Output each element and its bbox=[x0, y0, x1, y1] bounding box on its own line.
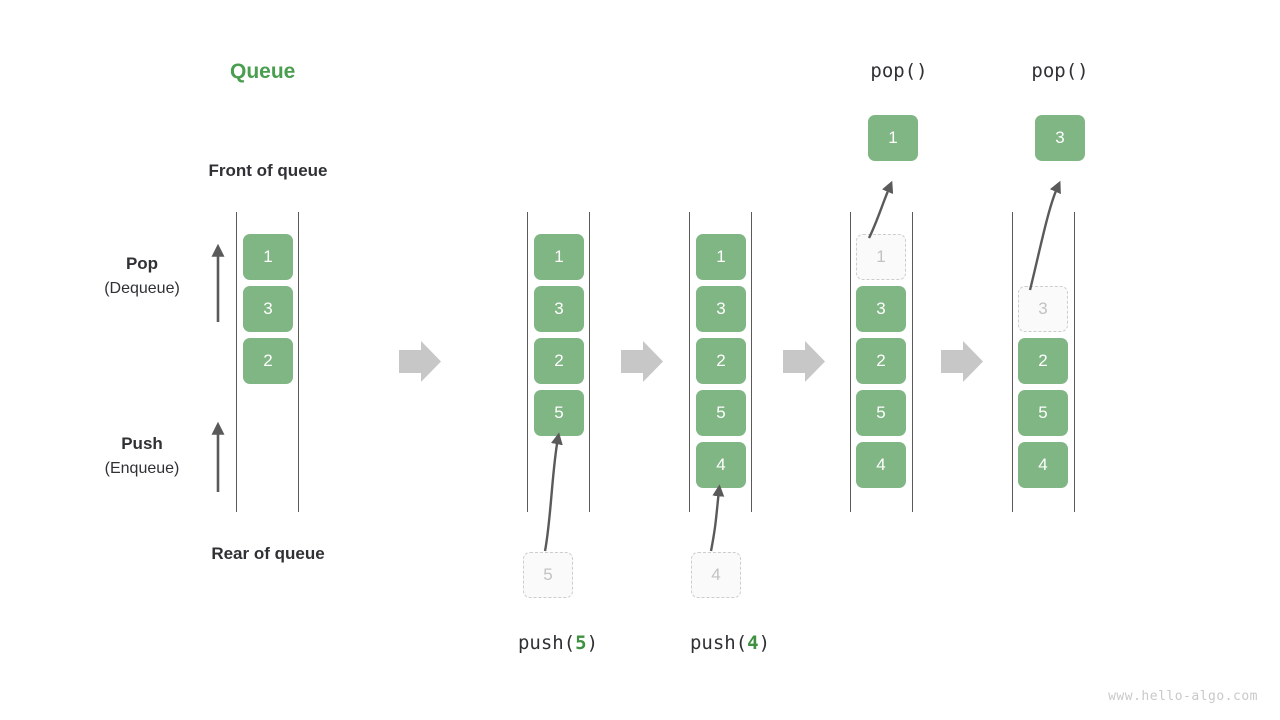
queue-cell: 2 bbox=[534, 338, 584, 384]
push-label-alt: (Enqueue) bbox=[104, 460, 180, 477]
front-of-queue-label: Front of queue bbox=[208, 161, 328, 180]
queue-rail-right-2 bbox=[589, 212, 591, 512]
queue-rail-left-4 bbox=[850, 212, 852, 512]
push-call-prefix-2: push( bbox=[689, 632, 748, 654]
queue-cell: 1 bbox=[696, 234, 746, 280]
queue-cell: 5 bbox=[856, 390, 906, 436]
queue-cell: 1 bbox=[243, 234, 293, 280]
queue-cell: 1 bbox=[534, 234, 584, 280]
push-call-label-1: push(5) bbox=[478, 632, 638, 654]
pop-motion-arrow-2 bbox=[1028, 180, 1061, 291]
push-call-number-1: 5 bbox=[575, 632, 587, 654]
queue-cell: 2 bbox=[696, 338, 746, 384]
queue-cell: 2 bbox=[856, 338, 906, 384]
step-arrow-icon bbox=[621, 341, 663, 382]
queue-cell: 4 bbox=[1018, 442, 1068, 488]
queue-rail-right-4 bbox=[912, 212, 914, 512]
page-title: Queue bbox=[230, 60, 296, 83]
queue-cell-vacated: 3 bbox=[1018, 286, 1068, 332]
push-motion-arrow-1 bbox=[543, 432, 563, 552]
queue-cell: 2 bbox=[243, 338, 293, 384]
step-arrow-icon bbox=[941, 341, 983, 382]
queue-cell: 3 bbox=[696, 286, 746, 332]
step-arrow-icon bbox=[399, 341, 441, 382]
queue-rail-left-5 bbox=[1012, 212, 1014, 512]
push-operation-label: Push (Enqueue) bbox=[67, 432, 217, 482]
queue-rail-right-1 bbox=[298, 212, 300, 512]
queue-cell: 3 bbox=[534, 286, 584, 332]
queue-rail-left-1 bbox=[236, 212, 238, 512]
queue-cell: 4 bbox=[856, 442, 906, 488]
step-arrow-icon bbox=[783, 341, 825, 382]
pop-operation-label: Pop (Dequeue) bbox=[67, 252, 217, 302]
push-call-number-2: 4 bbox=[747, 632, 759, 654]
watermark: www.hello-algo.com bbox=[1108, 689, 1258, 704]
pop-call-label-1: pop() bbox=[870, 60, 928, 82]
queue-rail-right-5 bbox=[1074, 212, 1076, 512]
queue-cell: 2 bbox=[1018, 338, 1068, 384]
push-call-prefix-1: push( bbox=[517, 632, 576, 654]
queue-cell: 3 bbox=[243, 286, 293, 332]
push-label-name: Push bbox=[121, 434, 163, 453]
pop-label-name: Pop bbox=[125, 254, 159, 273]
queue-cell: 4 bbox=[696, 442, 746, 488]
queue-rail-left-2 bbox=[527, 212, 529, 512]
queue-cell: 5 bbox=[696, 390, 746, 436]
popped-element: 1 bbox=[868, 115, 918, 161]
push-motion-arrow-2 bbox=[709, 484, 725, 552]
incoming-element-ghost: 4 bbox=[691, 552, 741, 598]
queue-cell-vacated: 1 bbox=[856, 234, 906, 280]
push-call-label-2: push(4) bbox=[650, 632, 810, 654]
queue-rail-right-3 bbox=[751, 212, 753, 512]
push-call-suffix-1: ) bbox=[586, 632, 599, 654]
incoming-element-ghost: 5 bbox=[523, 552, 573, 598]
pop-label-alt: (Dequeue) bbox=[104, 280, 180, 297]
pop-motion-arrow-1 bbox=[867, 180, 894, 239]
queue-cell: 3 bbox=[856, 286, 906, 332]
popped-element: 3 bbox=[1035, 115, 1085, 161]
push-call-suffix-2: ) bbox=[758, 632, 771, 654]
rear-of-queue-label: Rear of queue bbox=[211, 544, 325, 563]
pop-call-label-2: pop() bbox=[1031, 60, 1089, 82]
queue-cell: 5 bbox=[1018, 390, 1068, 436]
queue-rail-left-3 bbox=[689, 212, 691, 512]
queue-cell: 5 bbox=[534, 390, 584, 436]
